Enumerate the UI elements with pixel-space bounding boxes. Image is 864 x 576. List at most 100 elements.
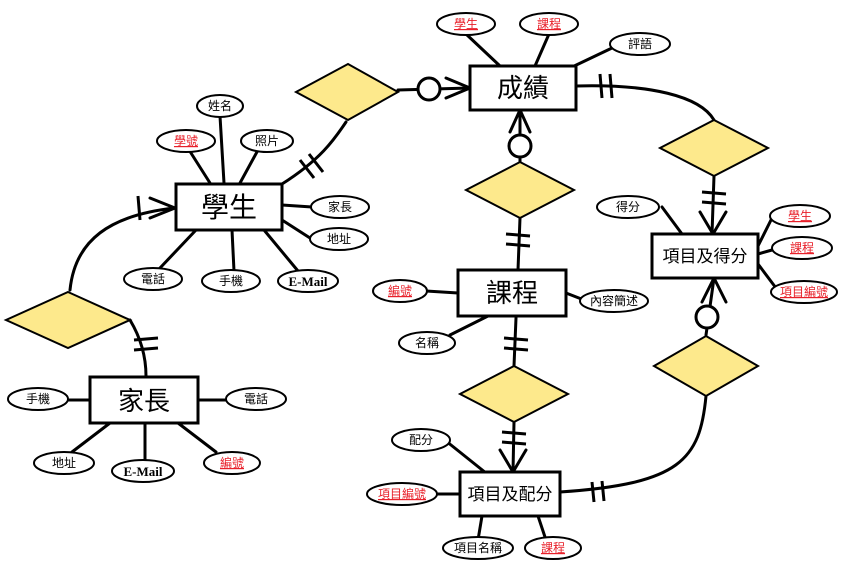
line-grade-to-score-rel xyxy=(574,84,716,122)
attr-course-id[interactable]: 編號 xyxy=(372,279,428,303)
zero-ring xyxy=(694,304,720,330)
attr-score-score-label: 得分 xyxy=(616,199,640,214)
crow-foot xyxy=(511,448,528,474)
entity-student[interactable]: 學生 xyxy=(174,182,284,232)
line-student-to-grade-rel xyxy=(280,120,348,186)
entity-grade-box[interactable] xyxy=(468,64,578,112)
spoke-score-item-id xyxy=(756,262,778,290)
relationship-student-parent[interactable] xyxy=(3,290,133,350)
one-mark xyxy=(501,440,527,446)
relationship-item-score-item-alloc[interactable] xyxy=(651,334,761,398)
attr-parent-mobile[interactable]: 手機 xyxy=(7,387,69,411)
attr-alloc-item-name[interactable]: 項目名稱 xyxy=(442,536,514,560)
attr-student-id-label: 學號 xyxy=(174,134,198,148)
crow-foot xyxy=(148,196,177,210)
entities: 學生 成績 課程 家長 項目及得分 項目及配分 xyxy=(88,64,760,518)
one-mark xyxy=(590,481,596,503)
attr-alloc-points[interactable]: 配分 xyxy=(391,428,451,452)
relationship-grade-course[interactable] xyxy=(463,160,577,220)
entity-item-score[interactable]: 項目及得分 xyxy=(650,232,760,280)
entity-course-box[interactable] xyxy=(456,268,568,318)
attr-student-id[interactable]: 學號 xyxy=(156,129,216,153)
entity-student-box[interactable] xyxy=(174,182,284,232)
relationship-course-item-alloc[interactable] xyxy=(457,364,571,424)
attr-course-id-label: 編號 xyxy=(388,283,412,298)
one-mark xyxy=(298,159,316,179)
attr-course-summary[interactable]: 內容簡述 xyxy=(579,289,649,313)
spoke-course-name xyxy=(448,314,490,337)
attr-course-summary-label: 內容簡述 xyxy=(590,293,638,308)
spoke-score-student xyxy=(756,216,774,248)
attributes: 姓名 學號 照片 家長 地址 電話 手機 E-Mail xyxy=(7,12,838,560)
attr-student-name-label: 姓名 xyxy=(208,98,232,113)
spoke-student-address xyxy=(280,218,312,240)
attr-grade-comment[interactable]: 評語 xyxy=(609,32,671,56)
attr-parent-id-label: 編號 xyxy=(220,455,244,470)
attr-score-score[interactable]: 得分 xyxy=(596,195,660,219)
line-course-to-alloc-rel xyxy=(512,316,518,368)
attr-parent-address-label: 地址 xyxy=(52,456,76,470)
attr-alloc-course[interactable]: 課程 xyxy=(524,536,582,560)
attr-grade-student-label: 學生 xyxy=(454,17,478,31)
attr-student-photo[interactable]: 照片 xyxy=(240,129,294,153)
crow-foot xyxy=(508,108,522,134)
spoke-student-parent xyxy=(280,203,314,209)
spoke-parent-id xyxy=(176,421,218,454)
attr-score-course-label: 課程 xyxy=(790,240,814,255)
relationship-grade-item-score[interactable] xyxy=(657,118,771,178)
entity-course[interactable]: 課程 xyxy=(456,268,568,318)
one-mark xyxy=(701,200,727,206)
relationship-student-grade[interactable] xyxy=(293,62,401,122)
attr-parent-address[interactable]: 地址 xyxy=(33,451,95,475)
attr-score-course[interactable]: 課程 xyxy=(771,236,833,260)
crow-foot xyxy=(712,276,728,304)
attr-student-parent-label: 家長 xyxy=(328,199,352,214)
zero-ring xyxy=(507,133,533,159)
attr-student-address-label: 地址 xyxy=(327,232,351,246)
line-score-alloc-rel-to-item-alloc xyxy=(558,394,708,494)
attr-student-name[interactable]: 姓名 xyxy=(196,94,244,118)
entity-item-score-box[interactable] xyxy=(650,232,760,280)
attr-alloc-item-name-label: 項目名稱 xyxy=(454,540,502,555)
attr-student-mobile-label: 手機 xyxy=(219,273,243,288)
entity-grade[interactable]: 成績 xyxy=(468,64,578,112)
attr-score-item-id[interactable]: 項目編號 xyxy=(770,280,838,304)
entity-item-alloc-box[interactable] xyxy=(458,470,562,518)
attr-grade-course-label: 課程 xyxy=(537,16,561,31)
entity-item-alloc-label: 項目及配分 xyxy=(468,485,553,505)
attr-parent-phone[interactable]: 電話 xyxy=(225,387,287,411)
attr-parent-email[interactable]: E-Mail xyxy=(111,459,175,483)
one-mark xyxy=(133,346,159,352)
attr-student-parent[interactable]: 家長 xyxy=(310,195,370,219)
attr-student-phone[interactable]: 電話 xyxy=(123,267,183,291)
attr-student-mobile[interactable]: 手機 xyxy=(201,269,261,293)
attr-grade-course[interactable]: 課程 xyxy=(519,12,579,36)
crow-foot xyxy=(444,86,472,100)
one-mark xyxy=(503,346,529,352)
one-mark xyxy=(608,73,614,99)
spoke-alloc-item-name xyxy=(476,514,484,542)
attr-grade-student[interactable]: 學生 xyxy=(436,12,496,36)
entity-item-alloc[interactable]: 項目及配分 xyxy=(458,470,562,518)
one-mark xyxy=(133,336,159,342)
entity-student-label: 學生 xyxy=(201,191,257,224)
spoke-alloc-points xyxy=(444,439,488,475)
crow-foot xyxy=(700,276,716,304)
attr-course-name[interactable]: 名稱 xyxy=(398,331,456,355)
attr-score-student[interactable]: 學生 xyxy=(769,204,831,228)
one-mark xyxy=(307,153,325,173)
one-mark xyxy=(598,73,604,99)
entity-parent[interactable]: 家長 xyxy=(88,375,200,425)
attr-student-email[interactable]: E-Mail xyxy=(277,269,339,293)
relationships xyxy=(3,62,771,424)
one-mark xyxy=(505,232,531,238)
attr-student-address[interactable]: 地址 xyxy=(309,227,369,251)
attr-alloc-item-id[interactable]: 項目編號 xyxy=(366,482,438,506)
attr-student-photo-label: 照片 xyxy=(255,134,279,148)
entity-parent-box[interactable] xyxy=(88,375,200,425)
spoke-student-name xyxy=(218,114,226,185)
spoke-score-score xyxy=(660,205,684,236)
attr-parent-id[interactable]: 編號 xyxy=(203,451,261,475)
spoke-score-course xyxy=(756,248,774,256)
